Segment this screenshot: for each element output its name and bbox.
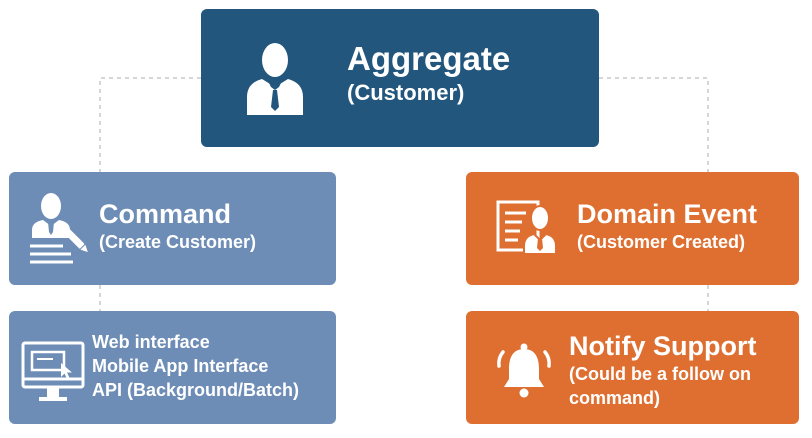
connector-aggregate-command bbox=[99, 77, 201, 172]
interfaces-text: Web interface Mobile App Interface API (… bbox=[92, 330, 299, 402]
notify-box: Notify Support (Could be a follow on com… bbox=[466, 311, 799, 424]
domain-event-text: Domain Event (Customer Created) bbox=[577, 198, 757, 254]
command-title: Command bbox=[99, 199, 232, 229]
connector-aggregate-event bbox=[599, 77, 709, 172]
aggregate-box: Aggregate (Customer) bbox=[201, 9, 599, 147]
command-text: Command (Create Customer) bbox=[99, 198, 256, 254]
notify-subtitle-line: (Could be a follow on bbox=[569, 364, 751, 384]
interface-line: API (Background/Batch) bbox=[92, 380, 300, 400]
notify-subtitle-line: command) bbox=[569, 388, 661, 408]
interfaces-box: Web interface Mobile App Interface API (… bbox=[9, 311, 336, 424]
domain-event-box: Domain Event (Customer Created) bbox=[466, 172, 799, 285]
interface-line: Mobile App Interface bbox=[92, 356, 269, 376]
aggregate-subtitle: (Customer) bbox=[347, 80, 465, 105]
document-person-icon bbox=[496, 200, 556, 254]
notify-title: Notify Support bbox=[569, 331, 757, 361]
aggregate-text: Aggregate (Customer) bbox=[347, 39, 510, 107]
domain-event-subtitle: (Customer Created) bbox=[577, 232, 746, 252]
interface-line: Web interface bbox=[92, 332, 210, 352]
businessman-icon bbox=[247, 43, 303, 115]
notify-text: Notify Support (Could be a follow on com… bbox=[569, 330, 756, 410]
bell-icon bbox=[497, 343, 551, 398]
person-writing-icon bbox=[30, 193, 88, 264]
command-subtitle: (Create Customer) bbox=[99, 232, 257, 252]
domain-event-title: Domain Event bbox=[577, 199, 758, 229]
aggregate-title: Aggregate bbox=[347, 40, 511, 77]
monitor-click-icon bbox=[21, 341, 85, 401]
command-box: Command (Create Customer) bbox=[9, 172, 336, 285]
